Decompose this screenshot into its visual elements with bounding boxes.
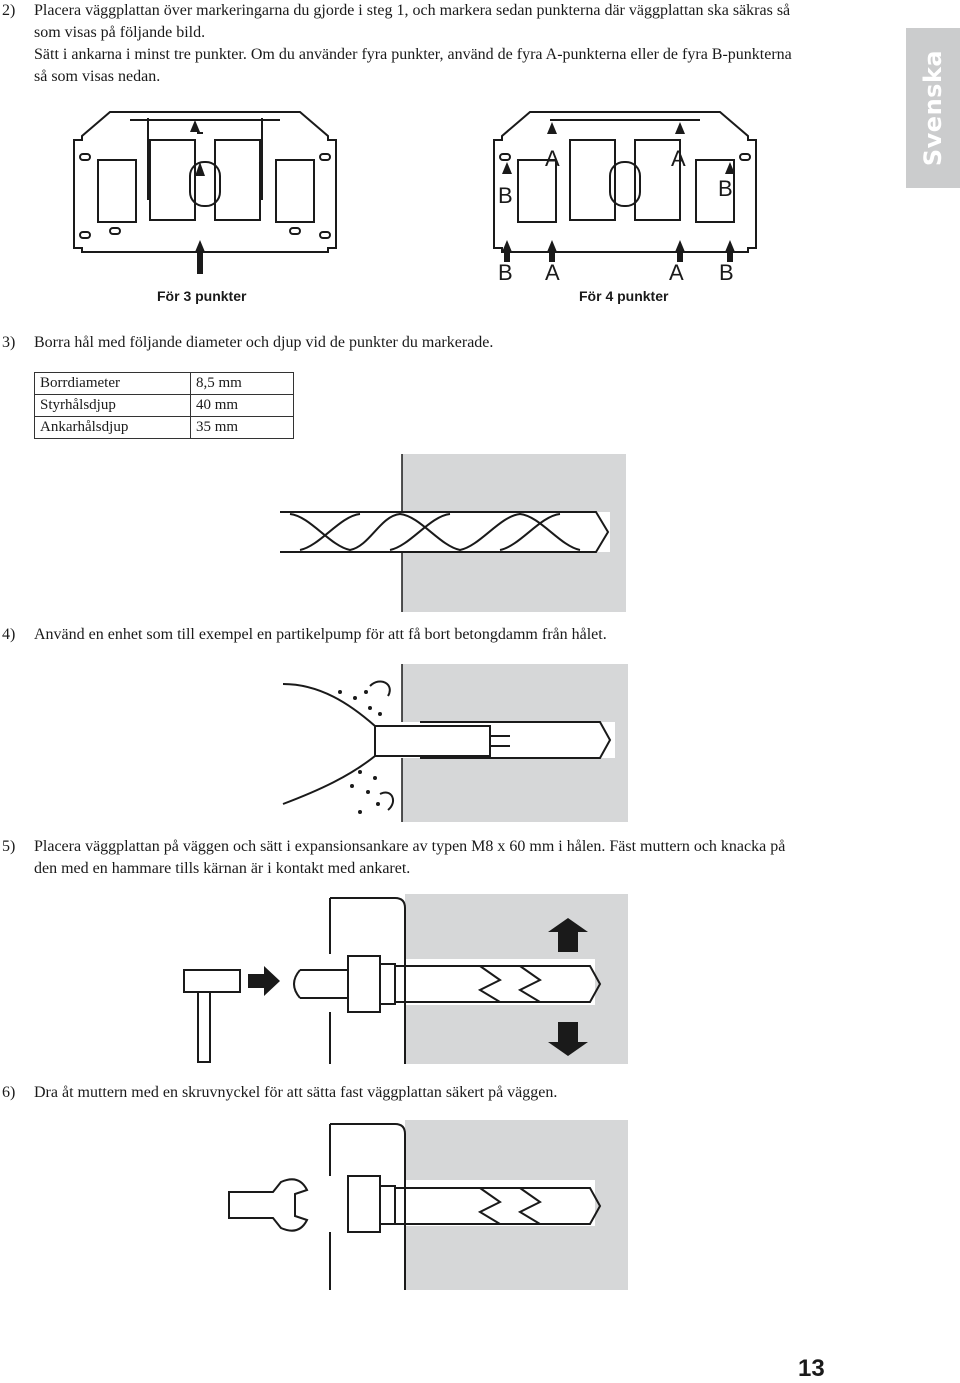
drill-bit-figure [280, 454, 626, 612]
step-number: 5) [2, 838, 16, 855]
step-number: 6) [2, 1084, 16, 1101]
label-a: A [669, 260, 684, 285]
step-text-line: den med en hammare tills kärnan är i kon… [34, 860, 411, 877]
label-b: B [498, 183, 513, 208]
step-number: 2) [2, 2, 16, 19]
caption-4-points: För 4 punkter [579, 288, 669, 304]
step-text-line: Använd en enhet som till exempel en part… [34, 626, 607, 643]
label-a: A [545, 260, 560, 285]
drill-spec-table: Borrdiameter 8,5 mm Styrhålsdjup 40 mm A… [34, 372, 294, 439]
step-text-line: Dra åt muttern med en skruvnyckel för at… [34, 1084, 558, 1101]
wall-plate-3-points-figure [73, 111, 337, 274]
caption-3-points: För 3 punkter [157, 288, 247, 304]
anchor-hammer-figure [183, 894, 628, 1064]
table-cell-value: 40 mm [190, 394, 294, 417]
label-b: B [718, 176, 733, 201]
step-text-line: så som visas nedan. [34, 68, 161, 85]
table-cell-label: Styrhålsdjup [34, 394, 191, 417]
wall-plate-4-points-figure: A A B B B A A B [493, 111, 757, 285]
wrench-anchor-figure [228, 1120, 628, 1290]
table-row: Styrhålsdjup 40 mm [34, 394, 294, 417]
table-cell-value: 35 mm [190, 416, 294, 439]
step-text-line: Borra hål med följande diameter och djup… [34, 334, 494, 351]
label-b: B [498, 260, 513, 285]
table-row: Borrdiameter 8,5 mm [34, 372, 294, 395]
step-number: 4) [2, 626, 16, 643]
label-a: A [545, 146, 560, 171]
language-tab-label: Svenska [919, 49, 947, 167]
arrow-up-icon [548, 918, 588, 952]
step-text-line: som visas på följande bild. [34, 24, 206, 41]
step-number: 3) [2, 334, 16, 351]
table-cell-label: Borrdiameter [34, 372, 191, 395]
table-cell-label: Ankarhålsdjup [34, 416, 191, 439]
label-b: B [719, 260, 734, 285]
arrow-down-icon [548, 1022, 588, 1056]
table-cell-value: 8,5 mm [190, 372, 294, 395]
step-text-line: Placera väggplattan över markeringarna d… [34, 2, 791, 19]
label-a: A [671, 146, 686, 171]
dust-pump-figure [282, 664, 628, 822]
step-text-line: Placera väggplattan på väggen och sätt i… [34, 838, 786, 855]
table-row: Ankarhålsdjup 35 mm [34, 416, 294, 439]
language-tab: Svenska [906, 28, 960, 188]
arrow-right-icon [248, 966, 280, 996]
page-number: 13 [798, 1355, 825, 1382]
step-text-line: Sätt i ankarna i minst tre punkter. Om d… [34, 46, 792, 63]
